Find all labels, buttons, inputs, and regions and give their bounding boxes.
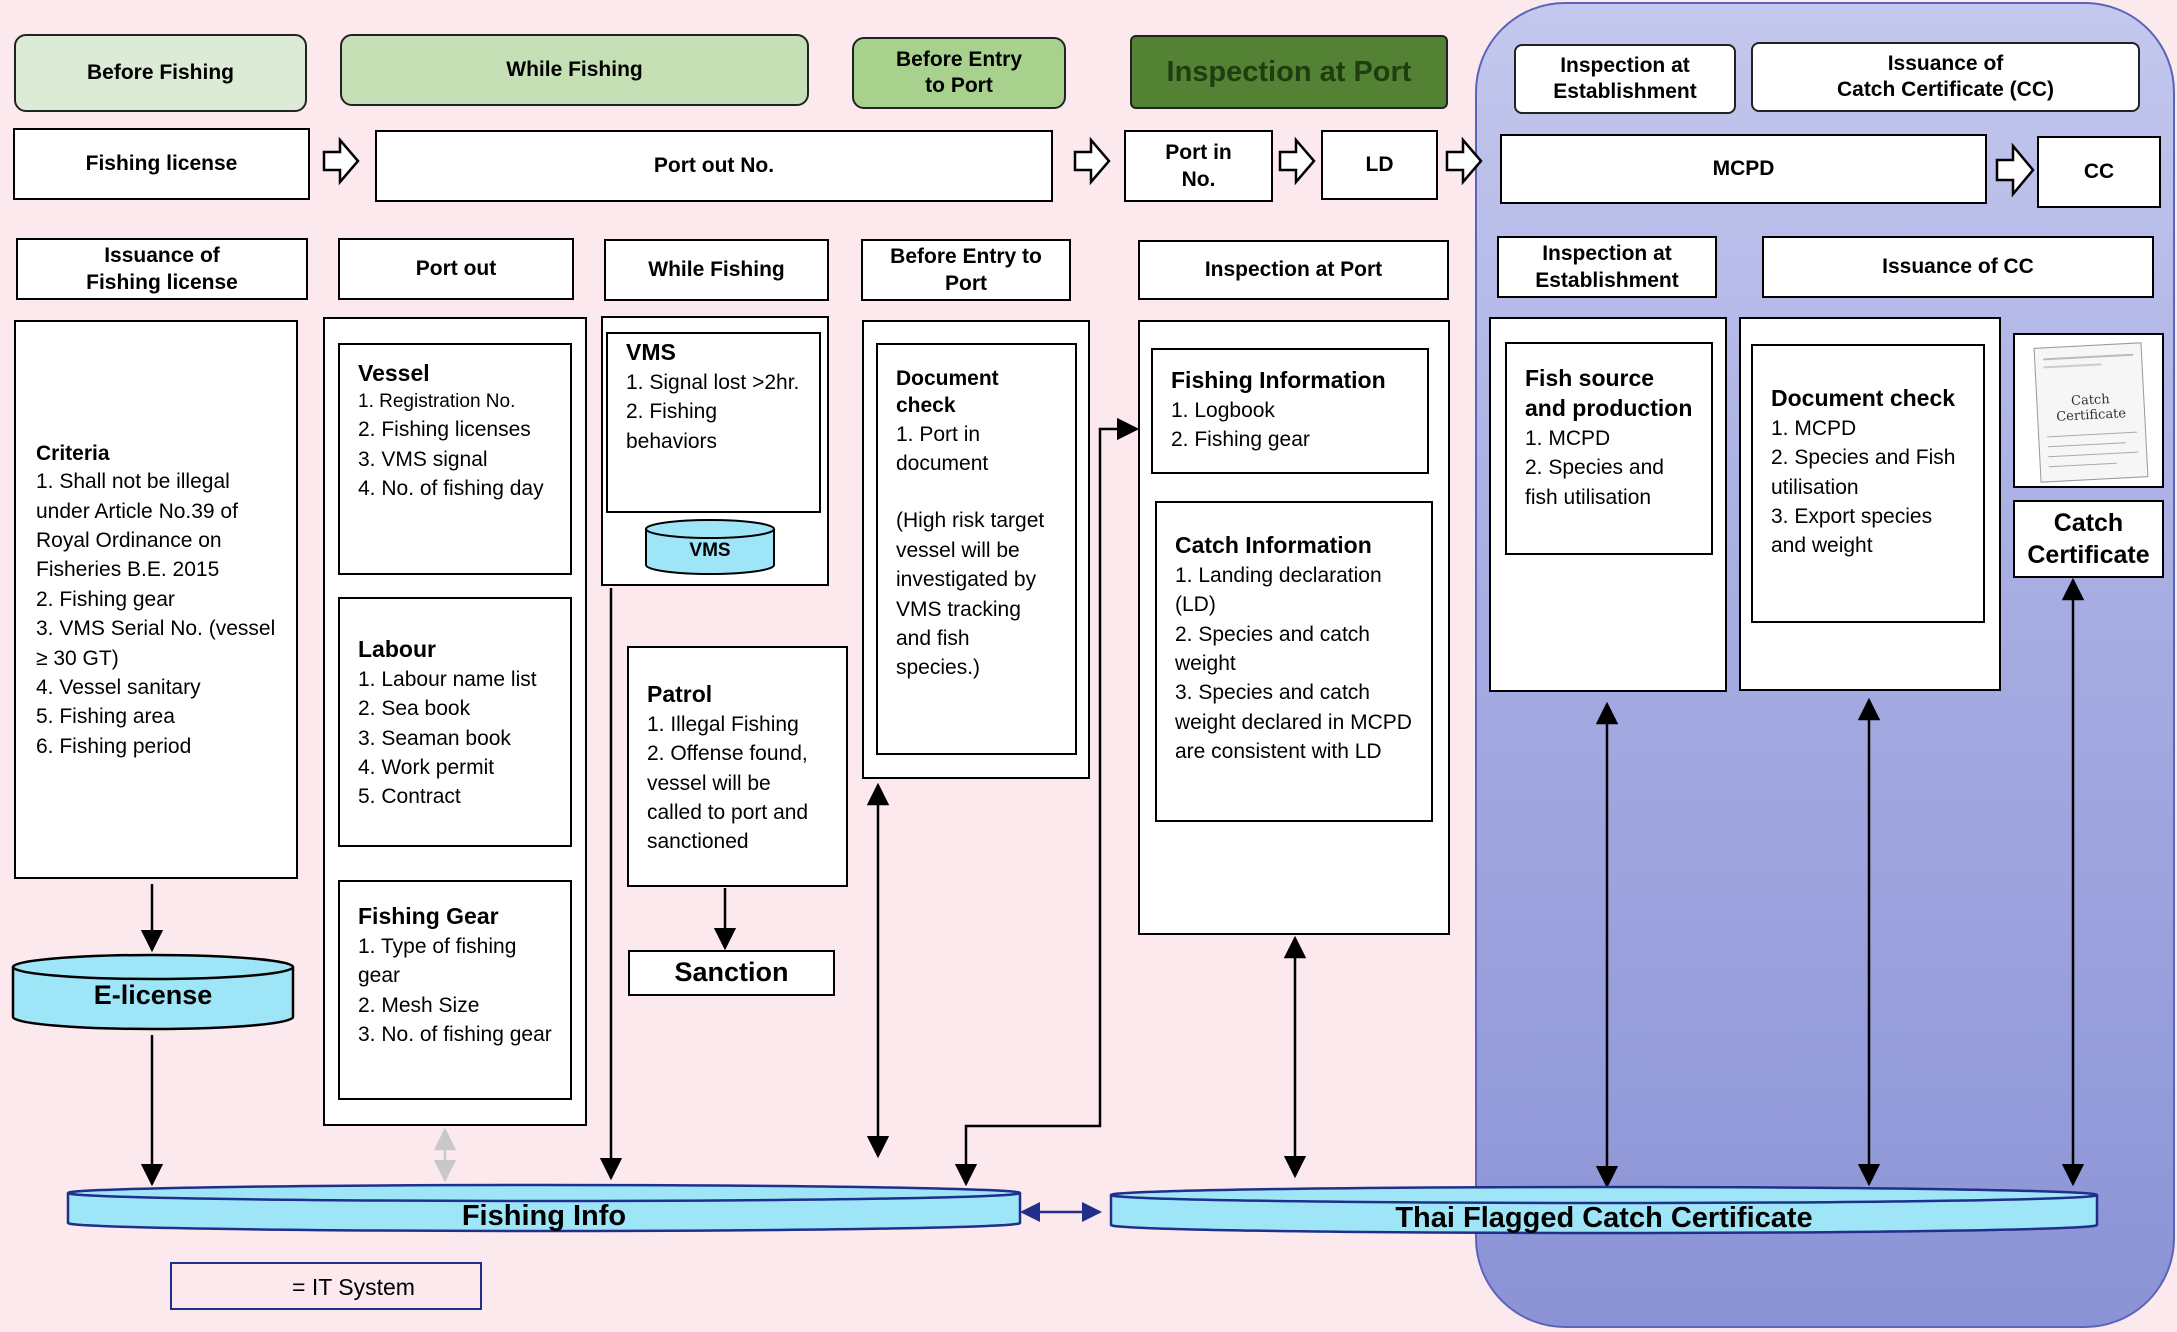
doc-ld: LD xyxy=(1321,130,1438,200)
vms-database-label: VMS xyxy=(689,540,731,561)
vms-item: 1. Signal lost >2hr. xyxy=(626,370,800,394)
e-license-label: E-license xyxy=(93,980,213,1010)
doc-fishing-license: Fishing license xyxy=(13,128,310,200)
step-port-out: Port out xyxy=(338,238,574,300)
fish-source-title: Fish source and production xyxy=(1525,365,1693,421)
document-check-title: Document check xyxy=(896,367,999,418)
vessel-item: 4. No. of fishing day xyxy=(358,477,544,501)
cc-document-check-item: 3. Export species and weight xyxy=(1771,505,1933,558)
phase-issuance-cc: Issuance of Catch Certificate (CC) xyxy=(1751,42,2140,112)
vms-card: VMS 1. Signal lost >2hr. 2. Fishing beha… xyxy=(606,332,821,513)
doc-mcpd: MCPD xyxy=(1500,134,1987,204)
criteria-item: 5. Fishing area xyxy=(36,705,175,729)
vessel-item: 3. VMS signal xyxy=(358,447,488,471)
fishing-gear-title: Fishing Gear xyxy=(358,903,499,929)
vessel-item: 1. Registration No. xyxy=(358,390,516,412)
criteria-title: Criteria xyxy=(36,442,110,465)
phase-before-entry: Before Entry to Port xyxy=(852,37,1066,109)
step-inspection-establishment: Inspection at Establishment xyxy=(1497,236,1717,298)
criteria-item: 6. Fishing period xyxy=(36,734,192,758)
thai-cc-database-icon xyxy=(1109,1185,2099,1235)
criteria-item: 4. Vessel sanitary xyxy=(36,676,201,700)
catch-certificate-image: Catch Certificate xyxy=(2013,333,2164,488)
patrol-title: Patrol xyxy=(647,681,713,707)
step-inspection-port: Inspection at Port xyxy=(1138,240,1449,300)
doc-port-in-no: Port in No. xyxy=(1124,130,1273,202)
fishing-gear-item: 1. Type of fishing gear xyxy=(358,934,517,988)
fishing-information-title: Fishing Information xyxy=(1171,367,1386,393)
labour-item: 2. Sea book xyxy=(358,697,471,721)
cc-document-check-item: 2. Species and Fish utilisation xyxy=(1771,446,1956,499)
cc-document-check-card: Document check 1. MCPD 2. Species and Fi… xyxy=(1751,344,1985,623)
catch-information-title: Catch Information xyxy=(1175,532,1372,558)
catch-information-item: 3. Species and catch weight declared in … xyxy=(1175,681,1412,764)
flow-arrow-5 xyxy=(1995,142,2035,198)
catch-information-item: 1. Landing declaration (LD) xyxy=(1175,563,1382,617)
flow-arrow-1 xyxy=(322,136,360,186)
fish-source-item: 2. Species and fish utilisation xyxy=(1525,456,1664,509)
fishing-information-card: Fishing Information 1. Logbook 2. Fishin… xyxy=(1151,348,1429,474)
flow-arrow-2 xyxy=(1073,136,1111,186)
criteria-item: 2. Fishing gear xyxy=(36,587,175,611)
labour-item: 4. Work permit xyxy=(358,756,495,780)
cc-document-check-item: 1. MCPD xyxy=(1771,416,1857,440)
phase-before-fishing: Before Fishing xyxy=(14,34,307,112)
connector xyxy=(954,417,1140,1187)
catch-information-card: Catch Information 1. Landing declaration… xyxy=(1155,501,1433,822)
fish-source-card: Fish source and production 1. MCPD 2. Sp… xyxy=(1505,342,1713,555)
vessel-title: Vessel xyxy=(358,360,430,386)
vessel-item: 2. Fishing licenses xyxy=(358,418,531,442)
legend-text: = IT System xyxy=(292,1274,415,1300)
catch-certificate-label: Catch Certificate xyxy=(2013,500,2164,578)
step-issuance-license: Issuance of Fishing license xyxy=(16,238,308,300)
labour-title: Labour xyxy=(358,636,436,662)
labour-item: 5. Contract xyxy=(358,785,461,809)
labour-card: Labour 1. Labour name list 2. Sea book 3… xyxy=(338,597,572,847)
catch-information-item: 2. Species and catch weight xyxy=(1175,622,1370,676)
phase-while-fishing: While Fishing xyxy=(340,34,809,106)
flow-arrow-4 xyxy=(1445,136,1483,186)
labour-item: 3. Seaman book xyxy=(358,726,511,750)
fishing-information-item: 2. Fishing gear xyxy=(1171,428,1310,452)
flow-arrow-3 xyxy=(1278,136,1316,186)
vessel-card: Vessel 1. Registration No. 2. Fishing li… xyxy=(338,343,572,575)
fishing-information-item: 1. Logbook xyxy=(1171,398,1275,422)
labour-item: 1. Labour name list xyxy=(358,667,537,691)
thai-cc-label: Thai Flagged Catch Certificate xyxy=(1395,1202,1813,1234)
criteria-item: 3. VMS Serial No. (vessel ≥ 30 GT) xyxy=(36,617,276,670)
vms-database-icon xyxy=(645,519,775,575)
cc-document-check-title: Document check xyxy=(1771,385,1956,411)
fishing-gear-item: 2. Mesh Size xyxy=(358,993,480,1017)
step-issuance-cc: Issuance of CC xyxy=(1762,236,2154,298)
fishing-gear-item: 3. No. of fishing gear xyxy=(358,1023,552,1047)
fishing-info-database-icon xyxy=(66,1183,1022,1233)
criteria-panel: Criteria 1. Shall not be illegal under A… xyxy=(14,320,298,879)
phase-inspection-establishment: Inspection at Establishment xyxy=(1514,44,1736,114)
criteria-item: 1. Shall not be illegal under Article No… xyxy=(36,470,238,582)
step-before-entry: Before Entry to Port xyxy=(861,239,1071,301)
fishing-gear-card: Fishing Gear 1. Type of fishing gear 2. … xyxy=(338,880,572,1100)
legend-box xyxy=(170,1262,482,1310)
vms-item: 2. Fishing behaviors xyxy=(626,400,718,453)
patrol-item: 2. Offense found, vessel will be called … xyxy=(647,742,809,854)
doc-port-out-no: Port out No. xyxy=(375,130,1053,202)
step-while-fishing: While Fishing xyxy=(604,239,829,301)
phase-inspection-port: Inspection at Port xyxy=(1130,35,1448,109)
patrol-item: 1. Illegal Fishing xyxy=(647,712,799,736)
sanction-box: Sanction xyxy=(628,950,835,996)
fishing-info-label: Fishing Info xyxy=(461,1200,627,1232)
doc-cc: CC xyxy=(2037,136,2161,208)
patrol-card: Patrol 1. Illegal Fishing 2. Offense fou… xyxy=(627,646,848,887)
e-license-database-icon xyxy=(11,953,295,1031)
fish-source-item: 1. MCPD xyxy=(1525,426,1611,450)
vms-title: VMS xyxy=(626,339,676,365)
